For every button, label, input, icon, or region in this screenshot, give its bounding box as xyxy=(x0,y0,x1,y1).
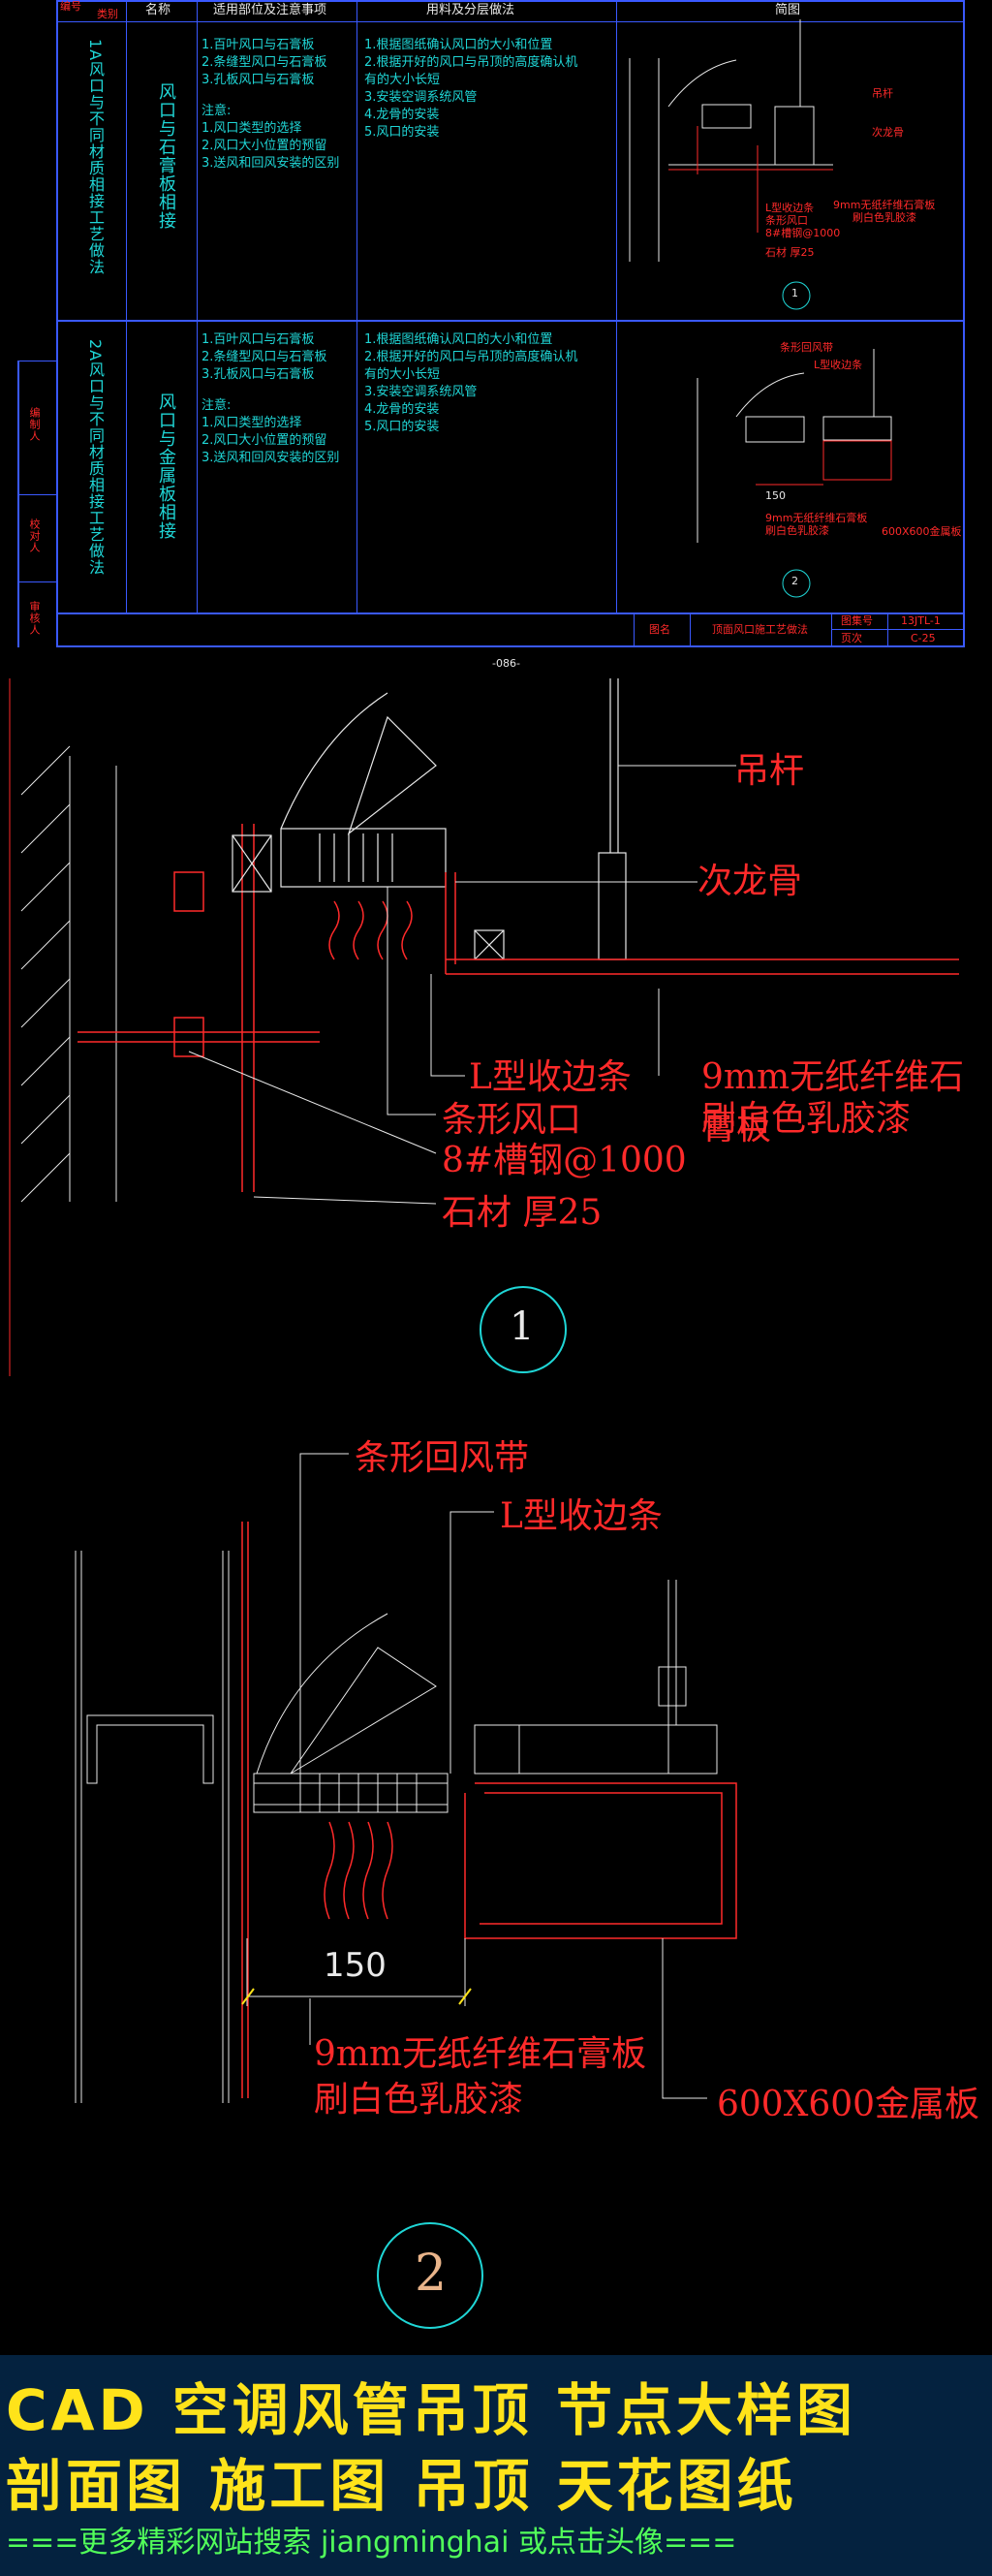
footer-label-name: 图名 xyxy=(649,623,670,636)
page-number: -086- xyxy=(492,657,520,670)
d1-keel-label: 次龙骨 xyxy=(698,862,803,901)
banner-line3[interactable]: ===更多精彩网站搜索 jiangminghai 或点击头像=== xyxy=(6,2526,737,2560)
d2-paint-label: 刷白色乳胶漆 xyxy=(314,2080,524,2120)
row1-code: 1A风口与不同材质相接工艺做法 xyxy=(86,39,105,276)
banner-line2: 剖面图 施工图 吊顶 天花图纸 xyxy=(6,2453,797,2519)
banner-line1: CAD 空调风管吊顶 节点大样图 xyxy=(6,2377,856,2443)
header-diagram: 简图 xyxy=(775,3,801,17)
mini1-label-hanger: 吊杆 xyxy=(872,87,893,100)
mini1-label-channel: 8#槽钢@1000 xyxy=(765,227,841,239)
row2-name: 风口与金属板相接 xyxy=(156,393,176,540)
detail2-drawing xyxy=(75,1453,737,2329)
d1-hanger-label: 吊杆 xyxy=(734,751,805,791)
header-method: 用料及分层做法 xyxy=(426,3,515,17)
d2-panel-label: 600X600金属板 xyxy=(717,2085,980,2124)
promo-banner[interactable]: CAD 空调风管吊顶 节点大样图 剖面图 施工图 吊顶 天花图纸 ===更多精彩… xyxy=(0,2355,992,2576)
mini2-label-board: 9mm无纸纤维石膏板 xyxy=(765,512,868,524)
header-code: 编号 xyxy=(60,0,81,13)
mini1-label-stone: 石材 厚25 xyxy=(765,246,815,259)
footer-no: 13JTL-1 xyxy=(901,614,941,627)
mini1-label-vent: 条形风口 xyxy=(765,214,808,227)
footer-title: 顶面风口施工艺做法 xyxy=(712,623,808,636)
d1-vent-label: 条形风口 xyxy=(442,1100,582,1140)
side-label-checker: 校对人 xyxy=(28,518,41,553)
mini2-label-panel: 600X600金属板 xyxy=(882,525,962,538)
d1-board-label: 9mm无纸纤维石膏板 xyxy=(701,1057,965,1147)
mini2-number: 2 xyxy=(791,575,798,587)
mini1-label-keel: 次龙骨 xyxy=(872,126,904,139)
header-name: 名称 xyxy=(145,3,171,17)
mini1-number: 1 xyxy=(791,287,798,299)
mini1-label-paint: 刷白色乳胶漆 xyxy=(852,211,916,224)
footer-label-no: 图集号 xyxy=(841,614,873,627)
d2-number: 2 xyxy=(415,2245,448,2303)
mini2-label-paint: 刷白色乳胶漆 xyxy=(765,524,829,537)
mini2-label-band: 条形回风带 xyxy=(780,341,833,354)
side-label-editor: 编制人 xyxy=(28,407,41,442)
mini2-label-ltrim: L型收边条 xyxy=(814,359,863,371)
header-type: 类别 xyxy=(97,8,118,20)
row1-name: 风口与石膏板相接 xyxy=(156,82,176,230)
footer-label-page: 页次 xyxy=(841,632,862,644)
d1-paint-label: 刷白色乳胶漆 xyxy=(701,1099,912,1139)
footer-page: C-25 xyxy=(911,632,936,644)
table-mini-diagrams xyxy=(629,19,892,598)
row2-code: 2A风口与不同材质相接工艺做法 xyxy=(86,339,105,577)
mini2-label-dim: 150 xyxy=(765,489,786,502)
d1-channel-label: 8#槽钢@1000 xyxy=(442,1141,687,1180)
d2-band-label: 条形回风带 xyxy=(355,1438,530,1478)
d1-ltrim-label: L型收边条 xyxy=(469,1057,632,1097)
d2-board-label: 9mm无纸纤维石膏板 xyxy=(314,2034,647,2074)
mini1-label-board: 9mm无纸纤维石膏板 xyxy=(833,199,936,211)
header-scope: 适用部位及注意事项 xyxy=(213,3,327,17)
d1-number: 1 xyxy=(510,1304,535,1349)
d2-ltrim-label: L型收边条 xyxy=(500,1496,663,1536)
mini1-label-ltrim: L型收边条 xyxy=(765,202,815,214)
d2-dim-label: 150 xyxy=(324,1946,387,1985)
detail1-drawing xyxy=(9,678,959,1376)
d1-stone-label: 石材 厚25 xyxy=(442,1193,603,1233)
side-label-reviewer: 审核人 xyxy=(28,601,41,636)
